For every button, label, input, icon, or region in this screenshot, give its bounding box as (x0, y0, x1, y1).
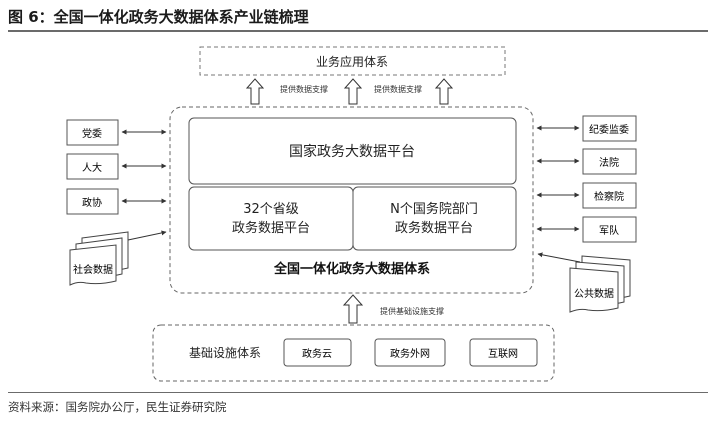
infra-item-gov-cloud (283, 338, 352, 367)
infra-support-label: 提供基础设施支撑 (380, 306, 444, 316)
figure-source: 资料来源：国务院办公厅，民生证券研究院 (8, 400, 227, 414)
left-node-npc-label: 人大 (82, 161, 102, 174)
infra-item-gov-cloud-label: 政务云 (302, 347, 332, 360)
right-node-procuratorate (582, 182, 637, 209)
infra-item-internet-label: 互联网 (488, 348, 518, 360)
right-node-procuratorate-label: 检察院 (594, 190, 624, 203)
right-node-court-label: 法院 (599, 156, 619, 169)
provincial-platform-line2: 政务数据平台 (232, 220, 310, 236)
source-rule (8, 392, 708, 393)
left-node-cppcc-label: 政协 (82, 196, 102, 209)
national-platform-label: 国家政务大数据平台 (289, 143, 415, 160)
right-arrow-public (537, 252, 581, 263)
ministry-platform-line1: N个国务院部门 (390, 201, 478, 217)
public-data-label: 公共数据 (574, 287, 614, 300)
business-app-box (199, 46, 506, 76)
business-app-label: 业务应用体系 (316, 54, 388, 69)
title-rule (8, 30, 708, 32)
left-node-party-committee (66, 119, 119, 146)
left-node-npc (66, 153, 119, 180)
up-arrow-right (434, 78, 454, 105)
up-arrow-left (245, 78, 265, 105)
provincial-platform-line1: 32个省级 (243, 202, 299, 217)
right-node-military-label: 军队 (599, 224, 619, 237)
ministry-platform-box (352, 186, 517, 251)
up-arrow-middle (343, 78, 363, 105)
national-platform-box (188, 117, 517, 185)
infrastructure-label: 基础设施体系 (189, 346, 261, 360)
right-node-discipline-label: 纪委监委 (589, 123, 629, 136)
left-node-party-committee-label: 党委 (82, 127, 102, 140)
left-arrow-social (127, 230, 167, 241)
right-node-court (582, 148, 637, 175)
support-label-right: 提供数据支撑 (374, 84, 422, 94)
infra-item-gov-extranet-label: 政务外网 (390, 347, 430, 360)
public-data-stack (569, 255, 631, 313)
right-node-military (582, 216, 637, 243)
infra-item-gov-extranet (374, 338, 446, 367)
left-node-cppcc (66, 188, 119, 215)
system-label: 全国一体化政务大数据体系 (273, 261, 430, 277)
infra-item-internet (469, 338, 538, 367)
figure-title: 图 6：全国一体化政务大数据体系产业链梳理 (8, 8, 309, 26)
ministry-platform-line2: 政务数据平台 (395, 220, 473, 236)
infra-up-arrow (342, 294, 364, 324)
support-label-left: 提供数据支撑 (280, 84, 328, 94)
social-data-stack (69, 231, 129, 286)
infrastructure-container (152, 324, 555, 382)
social-data-label: 社会数据 (73, 263, 113, 276)
provincial-platform-box (188, 186, 354, 251)
right-node-discipline (582, 115, 637, 142)
